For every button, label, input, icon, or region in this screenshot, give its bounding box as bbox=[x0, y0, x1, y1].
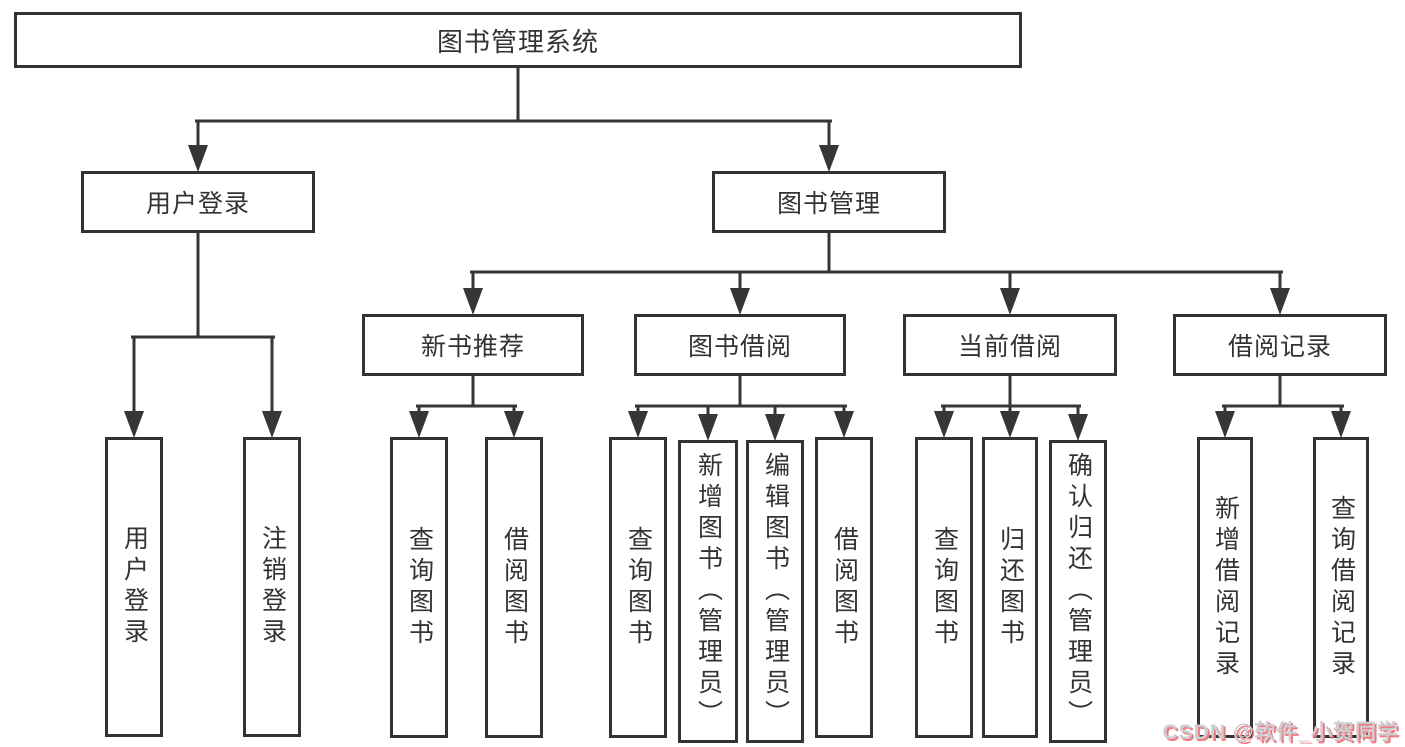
node-borrow: 图书借阅 bbox=[634, 314, 846, 376]
arrow-down-icon bbox=[504, 411, 524, 438]
arrow-down-icon bbox=[1331, 411, 1351, 438]
node-nb-borrow: 借阅图书 bbox=[485, 437, 543, 738]
arrow-down-icon bbox=[1000, 411, 1020, 438]
arrow-down-icon bbox=[834, 411, 854, 438]
node-label: 借阅记录 bbox=[1227, 333, 1332, 361]
arrow-down-icon bbox=[628, 411, 648, 438]
node-label: 当前借阅 bbox=[957, 333, 1062, 361]
arrow-down-icon bbox=[409, 411, 429, 438]
node-label: 用户登录 bbox=[120, 525, 149, 649]
node-new-books: 新书推荐 bbox=[362, 314, 584, 376]
arrow-down-icon bbox=[1000, 288, 1020, 315]
arrow-down-icon bbox=[730, 288, 750, 315]
arrow-down-icon bbox=[934, 411, 954, 438]
node-label: 查询图书 bbox=[930, 525, 959, 650]
arrow-down-icon bbox=[124, 411, 144, 438]
node-label: 编辑图书（管理员） bbox=[761, 452, 790, 731]
node-root: 图书管理系统 bbox=[14, 12, 1022, 68]
node-label: 新增借阅记录 bbox=[1211, 494, 1240, 681]
node-label: 查询借阅记录 bbox=[1327, 494, 1356, 681]
node-label: 图书管理系统 bbox=[436, 26, 599, 57]
node-cu-confirm: 确认归还（管理员） bbox=[1049, 440, 1107, 743]
node-label: 图书借阅 bbox=[687, 333, 792, 361]
node-user-login: 用户登录 bbox=[81, 171, 315, 233]
arrow-down-icon bbox=[463, 288, 483, 315]
node-nb-query: 查询图书 bbox=[390, 437, 448, 738]
node-label: 查询图书 bbox=[624, 525, 653, 650]
node-label: 新书推荐 bbox=[420, 333, 525, 361]
node-records: 借阅记录 bbox=[1173, 314, 1387, 376]
node-bw-edit: 编辑图书（管理员） bbox=[746, 440, 804, 743]
connector-path bbox=[131, 66, 1344, 422]
node-label: 用户登录 bbox=[145, 190, 250, 218]
node-label: 注销登录 bbox=[258, 525, 287, 649]
node-label: 借阅图书 bbox=[830, 525, 859, 650]
node-label: 查询图书 bbox=[405, 525, 434, 650]
node-bw-borrow: 借阅图书 bbox=[815, 437, 873, 738]
node-label: 新增图书（管理员） bbox=[694, 452, 723, 731]
arrow-down-icon bbox=[1215, 411, 1235, 438]
node-label: 图书管理 bbox=[776, 190, 881, 218]
arrow-down-icon bbox=[819, 145, 839, 172]
node-label: 借阅图书 bbox=[500, 525, 529, 650]
node-label: 确认归还（管理员） bbox=[1064, 452, 1093, 731]
node-rc-add: 新增借阅记录 bbox=[1197, 437, 1253, 738]
node-book-mgmt: 图书管理 bbox=[712, 171, 946, 233]
arrow-down-icon bbox=[765, 414, 785, 441]
arrow-down-icon bbox=[262, 411, 282, 438]
node-logout: 注销登录 bbox=[243, 437, 301, 737]
arrow-down-icon bbox=[1270, 288, 1290, 315]
node-rc-query: 查询借阅记录 bbox=[1313, 437, 1369, 738]
arrow-down-icon bbox=[188, 145, 208, 172]
node-cu-query: 查询图书 bbox=[915, 437, 973, 738]
watermark: CSDN @软件_小贺同学 bbox=[1162, 721, 1399, 744]
node-cu-return: 归还图书 bbox=[982, 437, 1038, 738]
arrow-down-icon bbox=[1068, 414, 1088, 441]
node-bw-add: 新增图书（管理员） bbox=[678, 440, 738, 743]
node-current: 当前借阅 bbox=[903, 314, 1117, 376]
arrow-down-icon bbox=[698, 414, 718, 441]
node-label: 归还图书 bbox=[996, 525, 1025, 650]
node-login: 用户登录 bbox=[105, 437, 163, 737]
node-bw-query: 查询图书 bbox=[609, 437, 667, 738]
